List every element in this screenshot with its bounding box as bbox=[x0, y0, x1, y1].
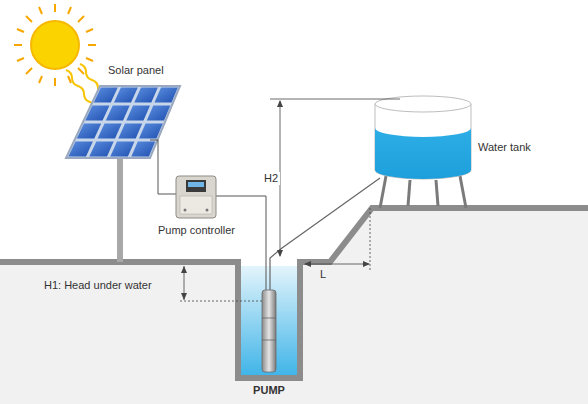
water-tank bbox=[375, 96, 471, 208]
solar-cell bbox=[89, 141, 113, 156]
wire bbox=[216, 196, 266, 292]
dimension-lines bbox=[180, 99, 400, 301]
dimension-label: H2 bbox=[262, 172, 280, 185]
component-label: PUMP bbox=[253, 384, 285, 397]
solar-cell bbox=[139, 123, 163, 138]
pump-controller bbox=[176, 176, 216, 218]
solar-cell bbox=[98, 123, 122, 138]
solar-cell bbox=[134, 87, 158, 102]
solar-cell bbox=[147, 105, 171, 120]
dimension-label: L bbox=[318, 268, 328, 281]
component-label: Pump controller bbox=[158, 224, 235, 237]
sun bbox=[14, 4, 96, 86]
pipe bbox=[270, 178, 380, 290]
solar-cell bbox=[131, 141, 155, 156]
ground-line bbox=[0, 208, 588, 378]
pump bbox=[262, 290, 276, 372]
component-label: Water tank bbox=[478, 141, 531, 154]
dimension-label: H1: Head under water bbox=[44, 279, 152, 292]
solar-cell bbox=[155, 87, 178, 102]
solar-cell bbox=[94, 87, 118, 102]
solar-cell bbox=[68, 141, 93, 156]
solar-cell bbox=[114, 87, 138, 102]
solar-cell bbox=[106, 105, 130, 120]
solar-cell bbox=[77, 123, 101, 138]
solar-cell bbox=[85, 105, 109, 120]
component-label: Solar panel bbox=[108, 64, 164, 77]
solar-cell bbox=[118, 123, 142, 138]
well-water bbox=[240, 266, 298, 376]
ground bbox=[0, 208, 588, 404]
wire bbox=[150, 140, 176, 194]
solar-cell bbox=[110, 141, 134, 156]
solar-cell bbox=[126, 105, 150, 120]
solar-panel bbox=[66, 86, 180, 158]
panel-pole bbox=[117, 150, 123, 262]
